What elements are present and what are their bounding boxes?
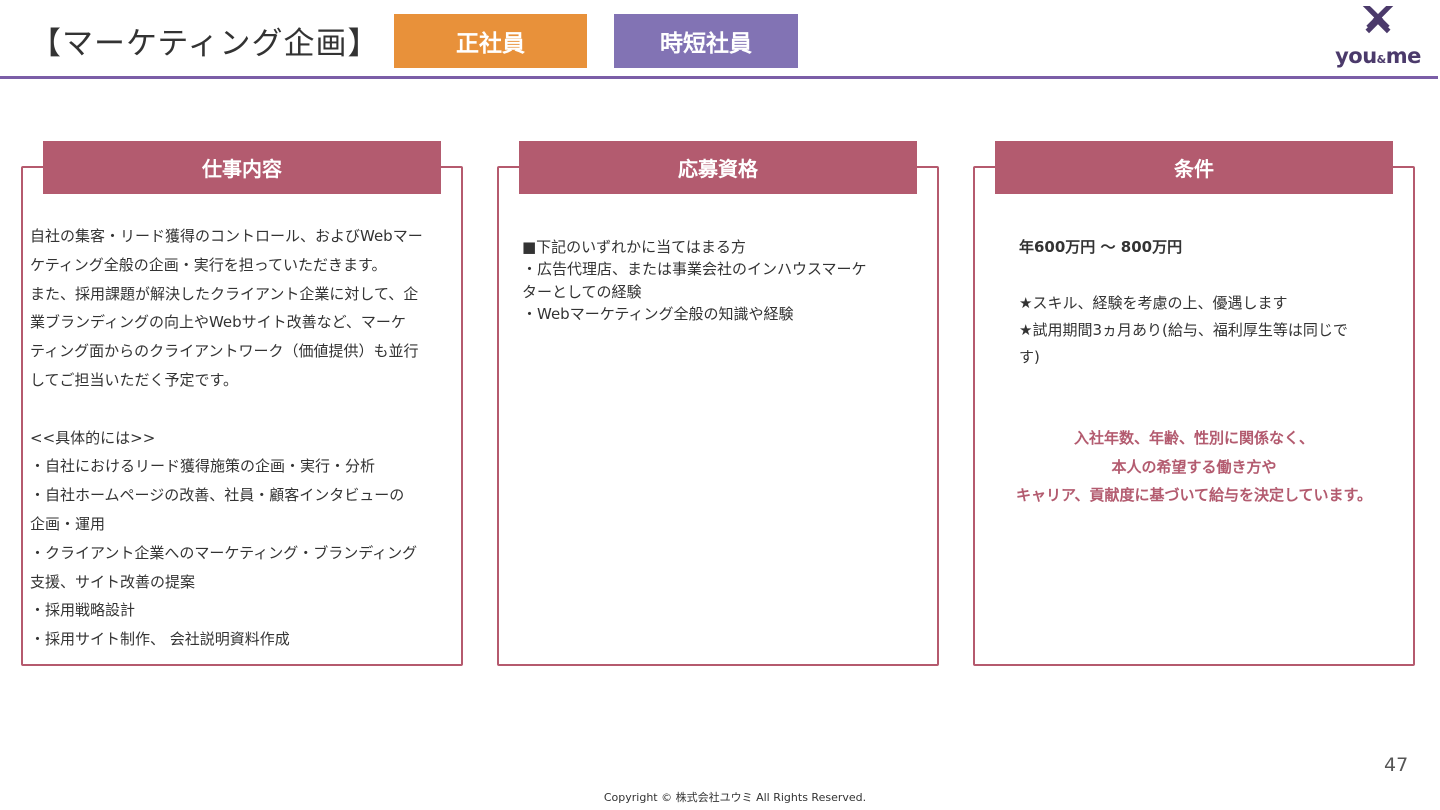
company-logo: you&me <box>1330 6 1426 72</box>
note-line: 本人の希望する働き方や <box>1111 457 1277 476</box>
conditions-perks: ★スキル、経験を考慮の上、優遇します ★試用期間3ヵ月あり(給与、福利厚生等は同… <box>1019 290 1399 371</box>
perk-line: す) <box>1019 348 1040 366</box>
salary-range: 年600万円 〜 800万円 <box>1019 238 1183 256</box>
conditions-text: 年600万円 〜 800万円 ★スキル、経験を考慮の上、優遇します ★試用期間3… <box>1019 236 1399 371</box>
requirement-line: ■下記のいずれかに当てはまる方 <box>522 238 746 256</box>
logo-mark-icon <box>1361 6 1395 34</box>
work-line: ティング面からのクライアントワーク（価値提供）も並行 <box>30 342 419 361</box>
requirements-text: ■下記のいずれかに当てはまる方 ・広告代理店、または事業会社のインハウスマーケ … <box>522 236 922 326</box>
work-line: 自社の集客・リード獲得のコントロール、およびWebマー <box>30 227 423 245</box>
work-content-text: 自社の集客・リード獲得のコントロール、およびWebマー ケティング全般の企画・実… <box>30 222 450 654</box>
note-line: 入社年数、年齢、性別に関係なく、 <box>1073 429 1314 447</box>
salary-policy-note: 入社年数、年齢、性別に関係なく、 本人の希望する働き方や キャリア、貢献度に基づ… <box>975 424 1413 510</box>
perk-line: ★試用期間3ヵ月あり(給与、福利厚生等は同じで <box>1019 321 1348 339</box>
work-spacer <box>30 395 450 424</box>
work-line: 業ブランディングの向上やWebサイト改善など、マーケ <box>30 313 406 332</box>
fulltime-tag: 正社員 <box>394 14 587 68</box>
perk-line: ★スキル、経験を考慮の上、優遇します <box>1019 294 1288 312</box>
work-line: ・自社ホームページの改善、社員・顧客インタビューの <box>30 486 405 505</box>
work-line: また、採用課題が解決したクライアント企業に対して、企 <box>30 284 419 303</box>
work-line: <<具体的には>> <box>30 428 156 447</box>
copyright-notice: Copyright © 株式会社ユウミ All Rights Reserved. <box>603 791 867 804</box>
work-content-heading: 仕事内容 <box>43 141 441 194</box>
work-line: ・採用戦略設計 <box>30 601 136 620</box>
work-line: ・採用サイト制作、 会社説明資料作成 <box>30 630 290 649</box>
note-line: キャリア、貢献度に基づいて給与を決定しています。 <box>1015 486 1373 504</box>
work-line: ・クライアント企業へのマーケティング・ブランディング <box>30 543 418 562</box>
requirements-heading: 応募資格 <box>519 141 917 194</box>
work-line: ・自社におけるリード獲得施策の企画・実行・分析 <box>30 457 376 476</box>
requirement-line: ・広告代理店、または事業会社のインハウスマーケ <box>522 260 867 279</box>
shorttime-tag: 時短社員 <box>614 14 798 68</box>
page-number: 47 <box>1384 754 1409 776</box>
page-title: 【マーケティング企画】 <box>30 26 380 62</box>
conditions-heading: 条件 <box>995 141 1393 194</box>
header-divider <box>0 76 1438 79</box>
work-line: してご担当いただく予定です。 <box>30 370 239 389</box>
requirement-line: ターとしての経験 <box>522 282 642 301</box>
work-line: 支援、サイト改善の提案 <box>30 572 196 591</box>
requirement-line: ・Webマーケティング全般の知識や経験 <box>522 305 794 324</box>
work-line: 企画・運用 <box>30 514 106 533</box>
work-line: ケティング全般の企画・実行を担っていただきます。 <box>30 255 387 274</box>
logo-wordmark: you&me <box>1335 44 1421 68</box>
